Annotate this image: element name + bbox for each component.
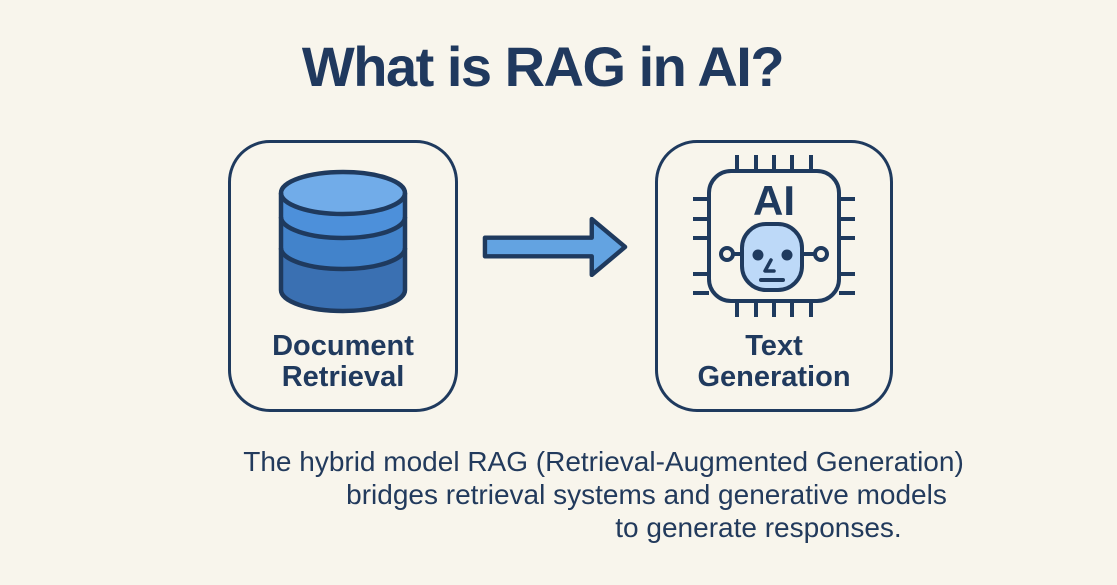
label-line: Retrieval <box>281 361 405 393</box>
text-generation-box: AI Text Generation <box>655 140 893 412</box>
label-line: Document <box>272 330 414 362</box>
document-retrieval-box: Document Retrieval <box>228 140 458 412</box>
ai-chip-robot-face-icon: AI <box>693 155 855 317</box>
arrow-right-icon <box>482 216 629 278</box>
robot-face <box>740 222 804 292</box>
chip-ai-label: AI <box>753 177 795 224</box>
text-generation-label: Text Generation <box>697 331 850 409</box>
caption-line: bridges retrieval systems and generative… <box>346 479 947 510</box>
label-line: Generation <box>697 361 851 393</box>
label-line: Text <box>745 330 803 362</box>
page-title: What is RAG in AI? <box>301 35 785 98</box>
caption-line: The hybrid model RAG (Retrieval-Augmente… <box>243 446 964 477</box>
database-icon <box>278 169 408 314</box>
document-retrieval-label: Document Retrieval <box>272 331 414 409</box>
caption-line: to generate responses. <box>615 512 902 543</box>
